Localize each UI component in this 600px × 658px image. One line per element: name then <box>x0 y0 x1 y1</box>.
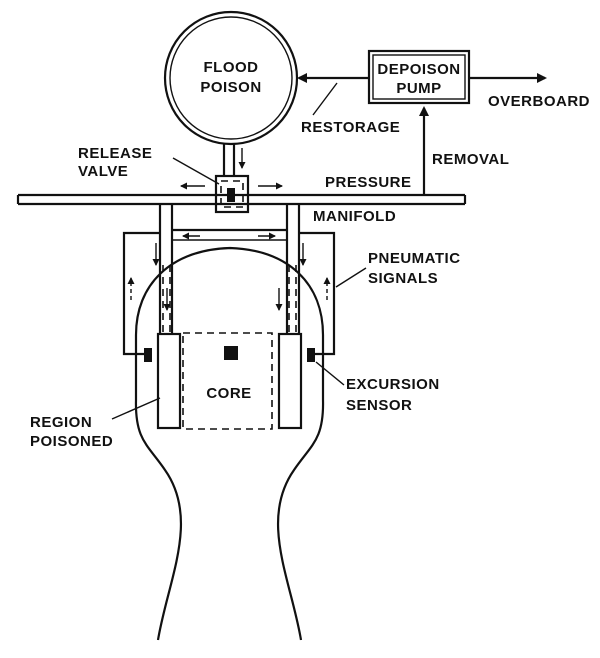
poisoned-region-left <box>156 332 182 430</box>
overboard-label: OVERBOARD <box>488 93 590 110</box>
depoison-pump-box: DEPOISON PUMP <box>367 49 471 105</box>
poisoned-region-right <box>277 332 303 430</box>
release-valve-label-2: VALVE <box>78 163 128 180</box>
drop-pipes <box>158 204 301 334</box>
excursion-sensor-label-1: EXCURSION <box>346 376 440 393</box>
depoison-pump-label-2: PUMP <box>396 80 441 97</box>
pneumatic-signals-label-2: SIGNALS <box>368 270 438 287</box>
restorage-pointer <box>312 82 338 116</box>
removal-label: REMOVAL <box>432 151 509 168</box>
pressure-label: PRESSURE <box>325 174 412 191</box>
restorage-label: RESTORAGE <box>301 119 400 136</box>
region-poisoned-label-2: POISONED <box>30 433 113 450</box>
reactor-vessel-outline <box>134 246 325 641</box>
region-poisoned-pointer <box>111 397 161 420</box>
pneumatic-signal-loop-right <box>299 231 336 356</box>
flood-poison-tank: FLOOD POISON <box>163 10 299 146</box>
release-valve-label-1: RELEASE <box>78 145 152 162</box>
flood-poison-label-2: POISON <box>200 79 261 96</box>
manifold-label: MANIFOLD <box>313 208 396 225</box>
flood-poison-label-1: FLOOD <box>204 59 259 76</box>
release-valve-pointer <box>172 157 220 185</box>
excursion-sensor-label-2: SENSOR <box>346 397 412 414</box>
pneumatic-signals-label-1: PNEUMATIC <box>368 250 461 267</box>
core: CORE <box>182 332 273 430</box>
excursion-sensor-pointer <box>315 361 345 386</box>
pneumatic-signal-loop-left <box>122 231 160 356</box>
excursion-sensor-right <box>307 348 315 362</box>
depoison-pump-label-1: DEPOISON <box>377 61 460 78</box>
region-poisoned-label-1: REGION <box>30 414 92 431</box>
pneumatic-signals-pointer <box>335 267 367 288</box>
core-label: CORE <box>206 385 251 402</box>
pressure-manifold <box>16 193 467 206</box>
release-valve <box>214 174 250 214</box>
excursion-sensor-left <box>144 348 152 362</box>
